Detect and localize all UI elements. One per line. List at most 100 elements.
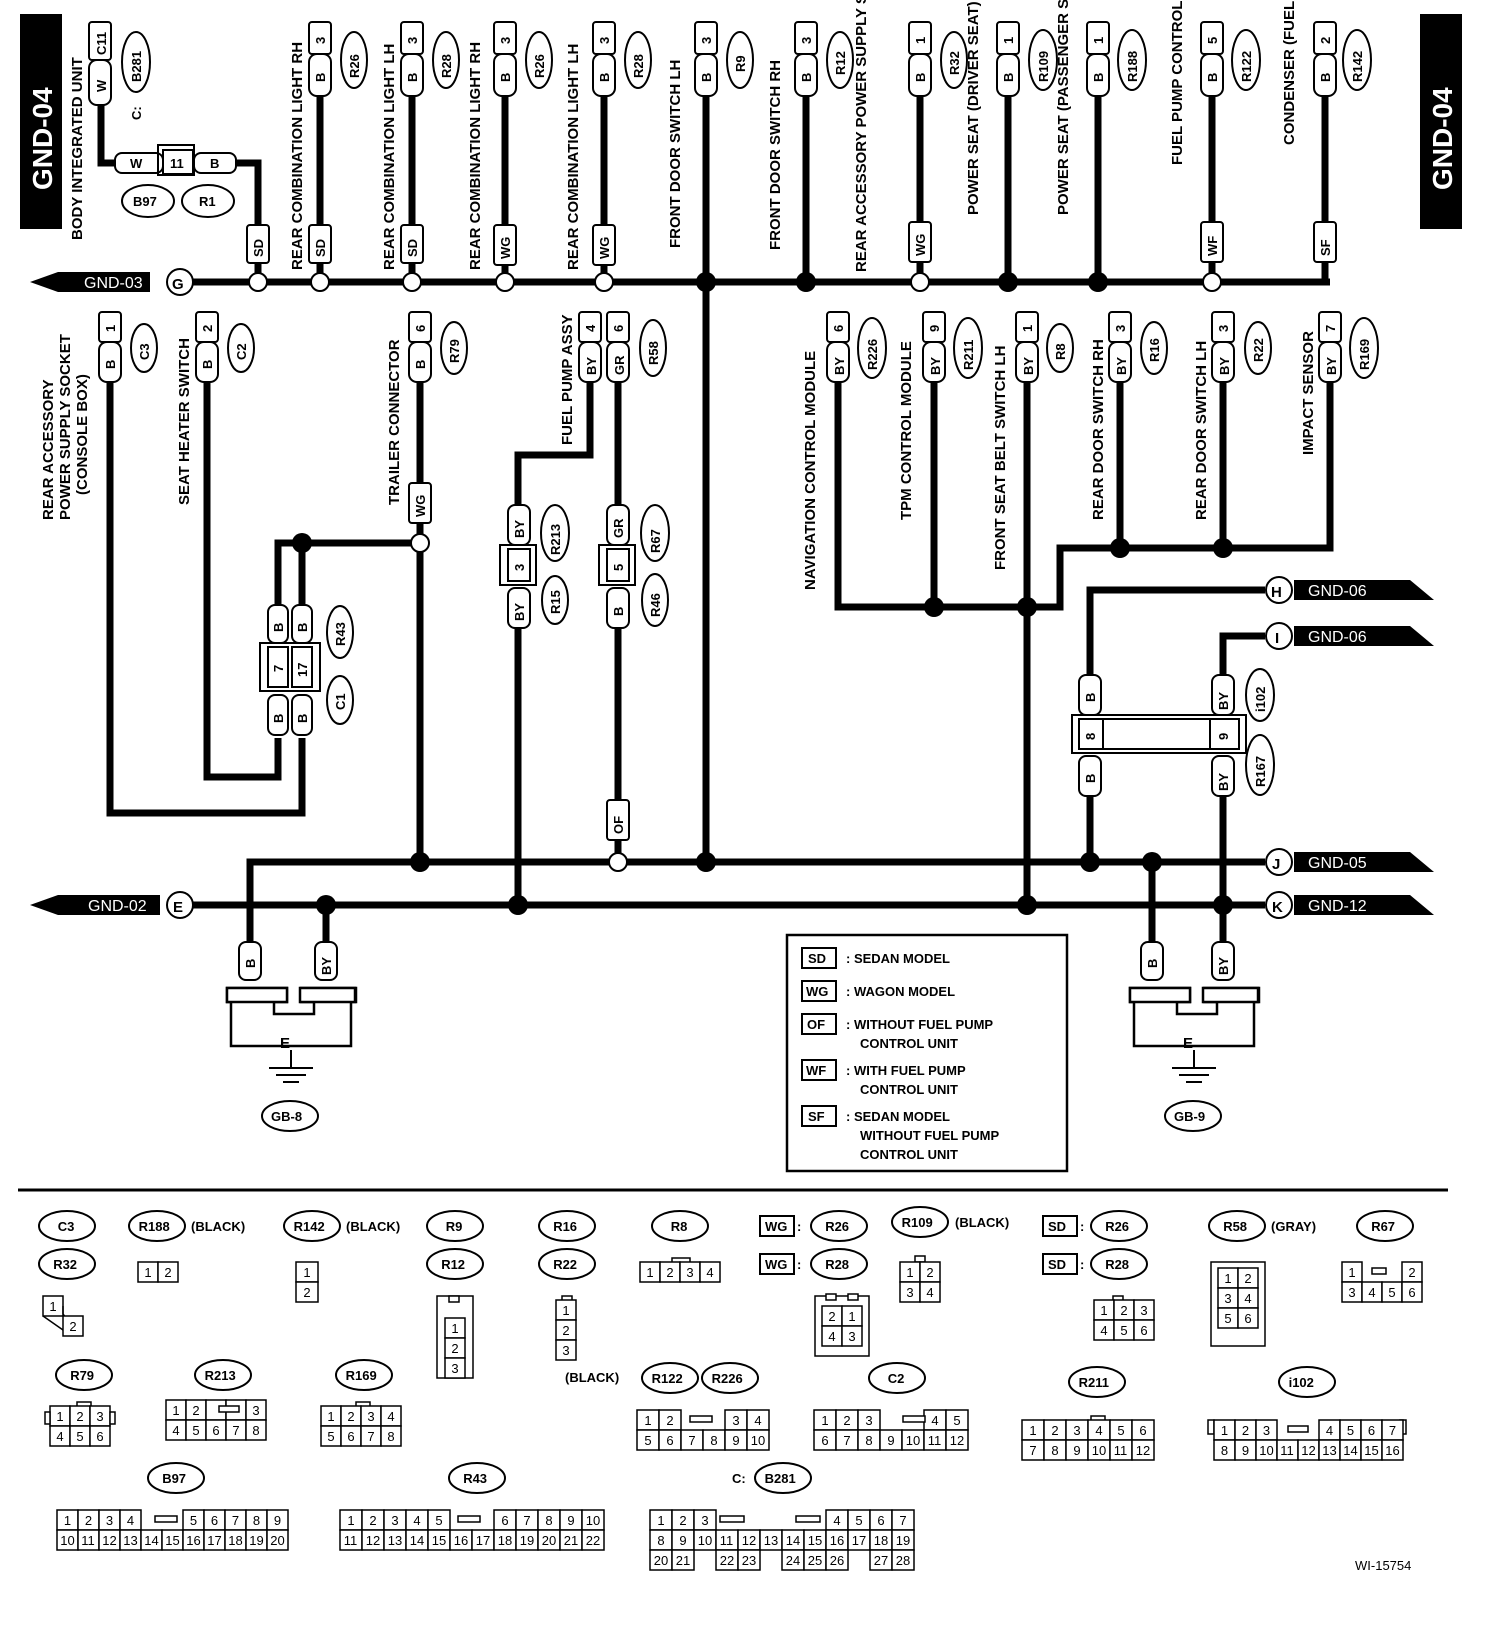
svg-text:C:: C: — [129, 106, 144, 120]
title-tab-right: GND-04 — [1420, 14, 1462, 229]
face-b281-pin: 25 — [808, 1553, 822, 1568]
svg-text:R188: R188 — [1125, 51, 1140, 82]
face-r58-pin: 1 — [1224, 1271, 1231, 1286]
face-r122-label — [641, 1362, 699, 1394]
bus-g-letter: G — [172, 276, 184, 293]
top-connector-9: 1 B R188 POWER SEAT (PASSENGER SEAT) — [1055, 0, 1147, 215]
face-r58-label-label: R58 — [1223, 1219, 1247, 1234]
face-r67-label — [1356, 1210, 1414, 1242]
title-tab-left: GND-04 — [20, 14, 62, 229]
mid-connector-r16: 3 BY R16 REAR DOOR SWITCH RH — [1090, 311, 1168, 520]
svg-text:: WITHOUT FUEL PUMP: : WITHOUT FUEL PUMP — [846, 1017, 993, 1032]
svg-text:BY: BY — [1216, 773, 1231, 791]
face-r9-label — [426, 1210, 484, 1242]
face-r32-label-label: R32 — [53, 1257, 77, 1272]
svg-text:B: B — [799, 73, 814, 82]
face-i102-pin: 6 — [1368, 1423, 1375, 1438]
svg-text:REAR ACCESSORY: REAR ACCESSORY — [40, 379, 57, 520]
mid-junctions — [292, 533, 1233, 915]
face-r28b-pin: 1 — [1100, 1303, 1107, 1318]
svg-text:B: B — [699, 73, 714, 82]
face-b281-pin: 26 — [830, 1553, 844, 1568]
face-r213-pin: 3 — [252, 1403, 259, 1418]
face-c2-pin: 9 — [887, 1433, 894, 1448]
svg-text:: SEDAN MODEL: : SEDAN MODEL — [846, 1109, 950, 1124]
face-b281-cell — [737, 1549, 761, 1571]
face-colon-a: : — [797, 1219, 801, 1234]
face-b281-pin: 2 — [679, 1513, 686, 1528]
face-r169-cell — [380, 1425, 402, 1447]
face-r58-pin: 2 — [1244, 1271, 1251, 1286]
svg-text:BY: BY — [512, 520, 527, 538]
face-r58-pin: 5 — [1224, 1311, 1231, 1326]
top-connector-3: 3 B R26 WG REAR COMBINATION LIGHT RH — [467, 21, 553, 270]
face-r43-pin: 7 — [523, 1513, 530, 1528]
face-r213-pin: 2 — [192, 1403, 199, 1418]
face-b97-pin: 14 — [144, 1533, 158, 1548]
face-sd-tag-b-text: SD — [1048, 1257, 1066, 1272]
mid-connector-r22: 3 BY R22 REAR DOOR SWITCH LH — [1193, 311, 1272, 520]
face-r67b-pin: 3 — [1348, 1285, 1355, 1300]
label-body-integrated-unit: BODY INTEGRATED UNIT — [69, 57, 86, 240]
face-wg-tag-a-text: WG — [765, 1219, 787, 1234]
face-r12-label-label: R12 — [441, 1257, 465, 1272]
face-r211-pin: 3 — [1073, 1423, 1080, 1438]
face-r122-pin: 8 — [710, 1433, 717, 1448]
svg-text:1: 1 — [1091, 37, 1106, 44]
face-r58-note: (GRAY) — [1271, 1219, 1316, 1234]
svg-text:POWER SEAT (DRIVER SEAT): POWER SEAT (DRIVER SEAT) — [965, 1, 982, 215]
top-wires — [97, 95, 1329, 282]
svg-text:3: 3 — [313, 37, 328, 44]
face-b281-pin: 15 — [808, 1533, 822, 1548]
svg-text:9: 9 — [1216, 733, 1231, 740]
face-r169-pin: 2 — [347, 1409, 354, 1424]
face-r28b-pin: 6 — [1140, 1323, 1147, 1338]
page-title-right: GND-04 — [1427, 87, 1458, 190]
face-r226-label — [701, 1362, 759, 1394]
svg-text:1: 1 — [913, 37, 928, 44]
face-r122-pin: 4 — [754, 1413, 761, 1428]
svg-text:R12: R12 — [833, 51, 848, 75]
face-i102-pin: 1 — [1221, 1423, 1228, 1438]
face-r8-pin: 2 — [666, 1265, 673, 1280]
face-b97-label — [147, 1462, 205, 1494]
face-r67-label-label: R67 — [1371, 1219, 1395, 1234]
face-r67b-pin: 5 — [1388, 1285, 1395, 1300]
key-tab — [847, 1293, 859, 1301]
bus-h: H GND-06 — [1265, 576, 1434, 604]
face-r211-label — [1068, 1366, 1126, 1398]
face-b97-pin: 11 — [81, 1533, 95, 1548]
face-r26-label-a — [810, 1210, 868, 1242]
face-r58-pin: 3 — [1224, 1291, 1231, 1306]
face-r169-pin: 1 — [327, 1409, 334, 1424]
face-b97-pin: 2 — [85, 1513, 92, 1528]
face-r213-cell — [245, 1419, 267, 1441]
face-r58-pin: 4 — [1244, 1291, 1251, 1306]
svg-text:SD: SD — [313, 239, 328, 257]
face-r213-pin: 5 — [192, 1423, 199, 1438]
face-r79-cell — [89, 1425, 111, 1447]
face-r8-pin: 3 — [686, 1265, 693, 1280]
face-i102-pin: 13 — [1322, 1443, 1336, 1458]
svg-text:3: 3 — [699, 37, 714, 44]
face-r211-label-label: R211 — [1079, 1375, 1109, 1390]
bus-i: I GND-06 — [1265, 622, 1434, 650]
face-r43-pin: 4 — [413, 1513, 420, 1528]
face-r142b-cell — [295, 1281, 319, 1303]
face-r43-label — [448, 1462, 506, 1494]
svg-text:BY: BY — [1021, 357, 1036, 375]
face-r28-pin: 3 — [848, 1329, 855, 1344]
face-c2-pin: 10 — [906, 1433, 920, 1448]
svg-text:CONDENSER (FUEL PUMP): CONDENSER (FUEL PUMP) — [1281, 0, 1298, 145]
face-r142-note: (BLACK) — [346, 1219, 400, 1234]
face-b97-pin: 5 — [190, 1513, 197, 1528]
svg-text:GR: GR — [611, 518, 626, 538]
face-r9-label-label: R9 — [446, 1219, 463, 1234]
face-c3b-pin: 2 — [69, 1319, 76, 1334]
face-r213-label — [194, 1359, 252, 1391]
svg-text:R28: R28 — [631, 54, 646, 78]
face-r22-pin: 2 — [562, 1323, 569, 1338]
svg-text:B: B — [1083, 693, 1098, 702]
svg-text:7: 7 — [1323, 325, 1338, 332]
face-r26-label-a-label: R26 — [825, 1219, 849, 1234]
